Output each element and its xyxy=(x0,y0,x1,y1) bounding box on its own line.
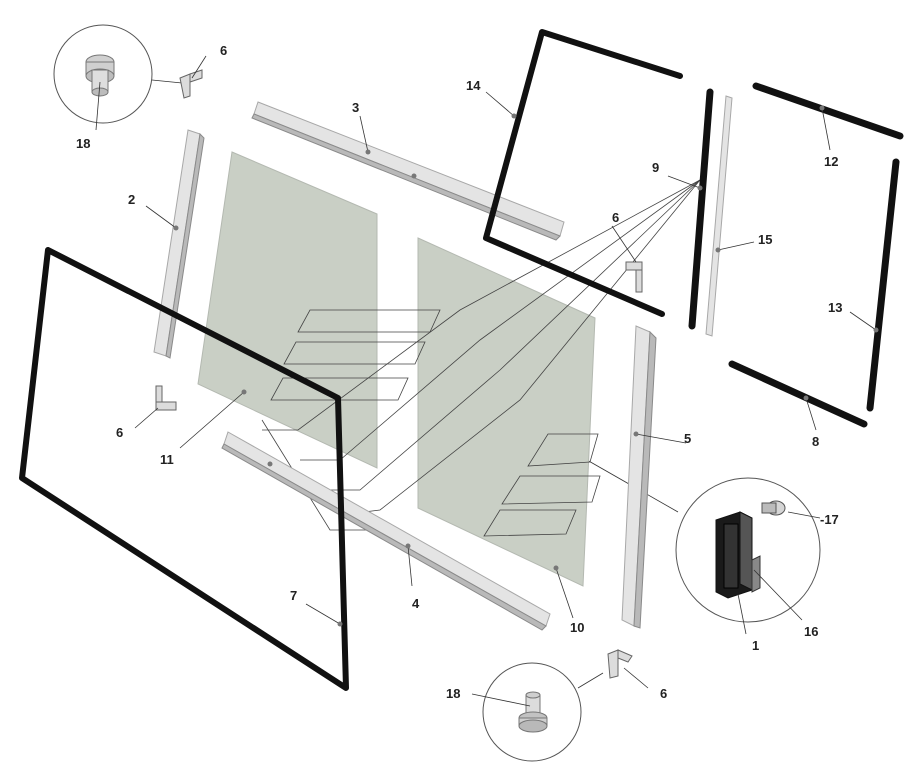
detail-circle-clip xyxy=(579,455,821,623)
callout-13: 13 xyxy=(828,300,842,315)
callout-15: 15 xyxy=(758,232,772,247)
callout-2: 2 xyxy=(128,192,135,207)
thin-rail xyxy=(705,95,733,337)
callout-6-top-left: 6 xyxy=(220,43,227,58)
callout-18-bottom: 18 xyxy=(446,686,460,701)
callout-9: 9 xyxy=(652,160,659,175)
callout-18-top: 18 xyxy=(76,136,90,151)
callout-7: 7 xyxy=(290,588,297,603)
bottom-seal xyxy=(728,360,868,428)
callout-6-mid: 6 xyxy=(612,210,619,225)
side-seal xyxy=(866,158,900,412)
leader-lines xyxy=(95,55,877,707)
callout-14: 14 xyxy=(466,78,481,93)
callout-4: 4 xyxy=(412,596,420,611)
glass-pane-right xyxy=(417,237,596,587)
main-frame xyxy=(19,247,349,691)
vertical-seal xyxy=(688,88,714,330)
bracket-mid xyxy=(625,261,643,293)
callout-dots xyxy=(173,105,879,627)
bracket-left xyxy=(155,385,177,411)
callout-6-bottom: 6 xyxy=(660,686,667,701)
callout-12: 12 xyxy=(824,154,838,169)
callout-8: 8 xyxy=(812,434,819,449)
glass-pane-left xyxy=(197,151,378,469)
top-seal xyxy=(752,82,904,140)
detail-circle-pin-top xyxy=(53,24,183,124)
callout-16: 16 xyxy=(804,624,818,639)
callout-6-left: 6 xyxy=(116,425,123,440)
callout-1: 1 xyxy=(752,638,759,653)
bracket-top-left xyxy=(179,69,203,99)
upper-frame xyxy=(483,29,683,317)
bracket-bottom xyxy=(607,649,633,679)
callout-17: -17 xyxy=(820,512,839,527)
detail-circle-pin-bottom xyxy=(482,662,604,762)
callout-5: 5 xyxy=(684,431,691,446)
callout-10: 10 xyxy=(570,620,584,635)
callout-3: 3 xyxy=(352,100,359,115)
callout-11: 11 xyxy=(160,452,174,467)
